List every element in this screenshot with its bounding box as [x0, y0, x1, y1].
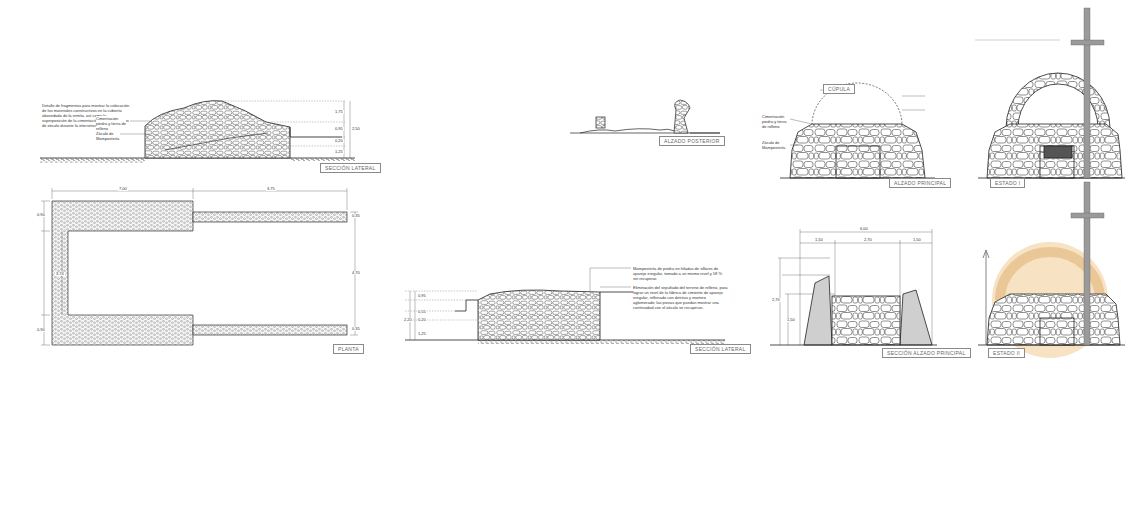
dimension-value: 6,00	[859, 227, 869, 231]
view-title: ESTADO I	[995, 180, 1020, 186]
view-title-box: ESTADO II	[988, 348, 1025, 358]
dimension-value: 2,20	[403, 318, 413, 322]
annotation-note: Cimentación piedra y tierra de relleno	[96, 116, 126, 131]
view-title: SECCIÓN ALZADO PRINCIPAL	[887, 350, 966, 356]
view-title-box: ALZADO PRINCIPAL	[889, 178, 951, 188]
dimension-value: 3,74	[55, 272, 65, 276]
dimension-value: 2,50	[351, 127, 361, 131]
annotation-note: Zócalo de Mampostería	[762, 140, 788, 150]
view-title-box: PLANTA	[333, 344, 364, 354]
dimension-value: 0,35	[351, 214, 361, 218]
dimension-value: 0,20	[417, 318, 427, 322]
view-title: CÚPULA	[828, 86, 850, 92]
dimension-value: 0,20	[334, 139, 344, 143]
view-title-box: SECCIÓN ALZADO PRINCIPAL	[882, 348, 971, 358]
dimension-value: 4,70	[351, 271, 361, 275]
annotation-note: Cimentación piedra y tierra de relleno	[762, 114, 790, 129]
dimension-value: 0,90	[36, 213, 46, 217]
view-title: ALZADO PRINCIPAL	[894, 180, 946, 186]
view-title: SECCIÓN LATERAL	[695, 346, 746, 352]
view-title: ALZADO POSTERIOR	[664, 138, 720, 144]
dimension-value: 1,25	[417, 332, 427, 336]
view-title-box: CÚPULA	[823, 84, 855, 94]
view-title-box: ALZADO POSTERIOR	[659, 136, 725, 146]
view-title: PLANTA	[338, 346, 359, 352]
view-title-box: SECCIÓN LATERAL	[690, 344, 751, 354]
dimension-value: 2,70	[863, 238, 873, 242]
dimension-value: 0,90	[36, 328, 46, 332]
view-title: ESTADO II	[993, 350, 1020, 356]
dimension-value: 7,00	[118, 187, 128, 191]
annotation-note: Mampostería de piedra en hiladas de sill…	[633, 266, 728, 281]
dimension-value: 2,70	[771, 298, 781, 302]
view-title-box: SECCIÓN LATERAL	[320, 163, 381, 173]
dimension-value: 0,95	[417, 294, 427, 298]
view-title: SECCIÓN LATERAL	[325, 165, 376, 171]
annotation-note: Zócalo de Mampostería	[96, 131, 120, 141]
dimension-value: 0,35	[351, 327, 361, 331]
dimension-value: 0,95	[334, 127, 344, 131]
dimension-value: 1,50	[786, 318, 796, 322]
dimension-value: 3,75	[266, 187, 276, 191]
dimension-value: 1,50	[814, 238, 824, 242]
dimension-value: 0,55	[417, 310, 427, 314]
dimension-value: 1,50	[912, 238, 922, 242]
dimension-value: 1,75	[334, 110, 344, 114]
view-title-box: ESTADO I	[990, 178, 1025, 188]
dimension-value: 1,25	[334, 150, 344, 154]
annotation-note: Eliminación del sepultado del terreno de…	[633, 285, 728, 310]
